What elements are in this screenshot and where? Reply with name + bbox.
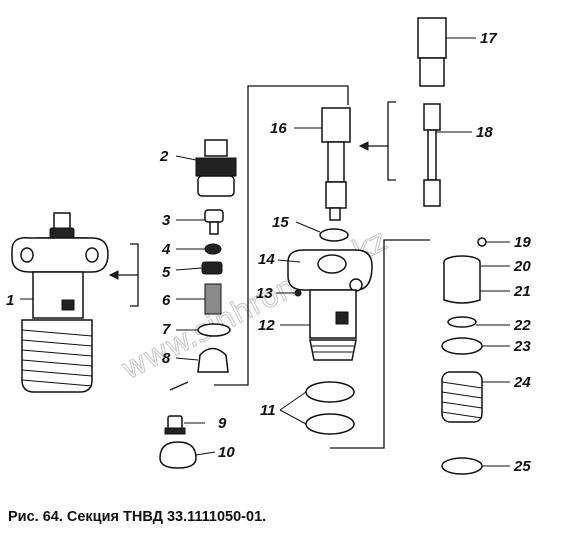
callout-15: 15 [272, 214, 289, 231]
callout-4: 4 [161, 241, 171, 258]
callout-22: 22 [513, 317, 531, 334]
callout-9: 9 [218, 415, 227, 432]
leader-lines [20, 37, 510, 467]
connector-8-16 [214, 85, 349, 386]
callout-5: 5 [162, 264, 171, 281]
callout-21: 21 [513, 283, 531, 300]
callout-11: 11 [260, 402, 276, 419]
callout-24: 24 [513, 374, 531, 391]
callout-20: 20 [513, 258, 531, 275]
callout-13: 13 [256, 285, 273, 302]
o-ring-11b [305, 413, 355, 435]
callout-12: 12 [258, 317, 275, 334]
pump-section-assembly [11, 212, 109, 393]
callout-18: 18 [476, 124, 493, 141]
callout-16: 16 [270, 120, 287, 137]
callout-23: 23 [513, 338, 531, 355]
callout-7: 7 [162, 321, 171, 338]
parts-17-18 [417, 17, 447, 207]
callout-25: 25 [513, 458, 531, 475]
plunger-16 [321, 107, 351, 221]
housing-12-14 [287, 249, 373, 361]
washer-15 [319, 228, 349, 242]
callout-8: 8 [162, 350, 171, 367]
arrow-head-1 [108, 270, 119, 280]
o-ring-11a [305, 381, 355, 403]
parts-9-10 [159, 415, 197, 469]
callout-6: 6 [162, 292, 171, 309]
callout-3: 3 [162, 212, 171, 229]
arrow-8 [169, 381, 189, 391]
callout-17: 17 [480, 30, 497, 47]
connector-11 [330, 239, 430, 449]
callout-labels: 1 2 3 4 5 6 7 8 9 10 11 12 13 14 15 16 1… [6, 30, 531, 475]
parts-column-2-8 [195, 139, 237, 373]
callout-2: 2 [159, 148, 169, 165]
callout-10: 10 [218, 444, 235, 461]
bracket-16-18 [387, 101, 396, 181]
figure-caption: Рис. 64. Секция ТНВД 33.1111050-01. [8, 509, 267, 525]
callout-1: 1 [6, 292, 14, 309]
callout-14: 14 [258, 251, 275, 268]
callout-19: 19 [514, 234, 531, 251]
arrow-head-16 [358, 141, 369, 151]
parts-column-19-25 [441, 237, 487, 475]
